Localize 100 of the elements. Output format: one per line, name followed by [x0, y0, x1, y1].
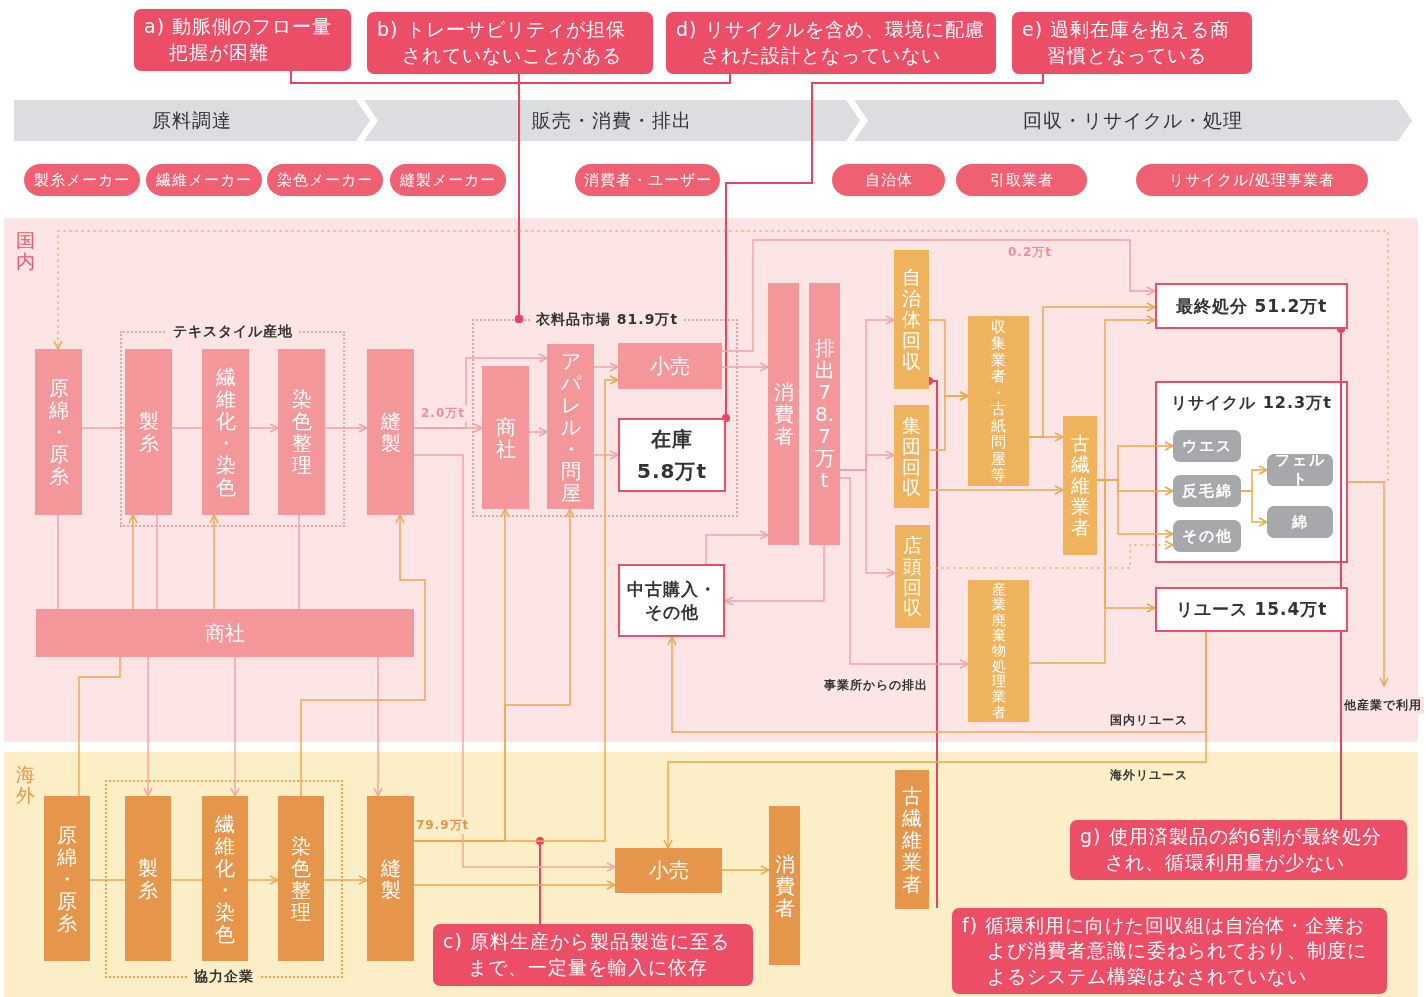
stage-header: 販売・消費・排出	[364, 100, 860, 141]
group-label: テキスタイル産地	[166, 323, 299, 341]
flow-arrow	[230, 656, 240, 797]
actor-tag: 製糸メーカー	[24, 164, 140, 196]
flow-arrow	[1240, 490, 1268, 527]
actor-tag: 縫製メーカー	[390, 164, 506, 196]
callout-box: g) 使用済製品の約6割が最終処分され、循環利用量が少ない	[1070, 820, 1407, 880]
process-box: 製糸	[125, 796, 171, 961]
actor-tag: 繊維メーカー	[146, 164, 262, 196]
flow-line	[171, 427, 203, 429]
material-tag: ウエス	[1173, 430, 1241, 462]
process-box: 原綿・原糸	[44, 796, 90, 961]
callout-box: c) 原料生産から製品製造に至るまで、一定量を輸入に依存	[433, 924, 753, 986]
flow-arrow	[1096, 479, 1156, 613]
callout-box: f) 循環利用に向けた回収組は自治体・企業および消費者意識に委ねられており、制度によるシステム構築はなされていない	[952, 908, 1387, 994]
result-box	[1155, 381, 1348, 563]
flow-arrow	[663, 631, 1207, 849]
flow-arrow	[53, 230, 1389, 483]
process-box: 古繊維業者	[1063, 416, 1097, 555]
flow-arrow	[928, 485, 1064, 495]
region-label: 海外	[16, 764, 36, 806]
process-box: 商社	[482, 366, 529, 509]
process-box: 集団回収	[894, 405, 929, 508]
flow-arrow	[248, 423, 279, 433]
flow-arrow	[724, 544, 825, 606]
result-box: 中古購入・その他	[618, 564, 725, 637]
flow-line	[298, 514, 300, 610]
process-box: 古繊維業者	[895, 770, 929, 909]
process-box: 排出 78.7万t	[809, 283, 840, 545]
flow-line	[170, 879, 203, 881]
flow-arrow	[721, 239, 1156, 352]
flow-arrow	[1347, 481, 1389, 687]
flow-arrow	[929, 540, 1174, 569]
edge-label: 0.2万t	[1006, 244, 1054, 261]
flow-arrow	[324, 423, 368, 433]
actor-tag: 引取業者	[956, 164, 1087, 196]
process-box: 製糸	[125, 349, 172, 515]
flow-arrow	[128, 514, 138, 610]
process-box: 商社	[36, 609, 414, 657]
callout-box: a) 動脈側のフロー量把握が困難	[134, 9, 351, 71]
material-tag: 綿	[1267, 506, 1333, 538]
actor-tag: 染色メーカー	[267, 164, 383, 196]
flow-line	[156, 514, 158, 610]
process-box: 小売	[615, 848, 722, 893]
flow-arrow	[1028, 302, 1156, 438]
process-box: 収集業者・古紙問屋等	[968, 316, 1029, 486]
flow-arrow	[721, 362, 769, 372]
flow-arrow	[593, 362, 619, 372]
flow-arrow	[528, 427, 548, 437]
process-box: 小売	[618, 343, 722, 389]
callout-box: b) トレーサビリティが担保されていないことがある	[367, 12, 653, 74]
leader-line	[721, 73, 1044, 423]
flow-arrow	[705, 530, 769, 565]
flow-line	[57, 514, 59, 610]
process-box: 原綿・原糸	[35, 349, 82, 515]
region-label: 国内	[16, 230, 36, 272]
result-box: リユース 15.4万t	[1155, 587, 1348, 632]
material-tag: 反毛綿	[1173, 475, 1241, 507]
flow-arrow	[247, 875, 279, 885]
flow-arrow	[413, 375, 619, 842]
process-box: 縫製	[367, 796, 414, 961]
flow-arrow	[928, 391, 969, 451]
process-box: 産業廃棄物処理業者	[968, 580, 1029, 722]
flow-arrow	[593, 450, 619, 460]
process-box: 繊維化・染色	[202, 349, 249, 515]
box-value: 5.8万t	[637, 458, 707, 485]
process-box: 縫製	[367, 349, 414, 515]
edge-label: 他産業で利用	[1342, 697, 1424, 714]
process-box: アパレル・問屋	[547, 344, 594, 509]
flow-arrow	[413, 880, 616, 890]
group-label: 協力企業	[188, 968, 260, 986]
process-box: 自治体回収	[894, 250, 929, 389]
process-box: 消費者	[769, 806, 800, 965]
callout-box: d) リサイクルを含め、環境に配慮された設計となっていない	[666, 12, 996, 74]
flow-arrow	[209, 514, 219, 610]
stage-header: 原料調達	[14, 100, 370, 141]
flow-arrow	[373, 656, 383, 797]
actor-tag: 自治体	[832, 164, 945, 196]
flow-arrow	[413, 454, 616, 872]
result-box	[618, 418, 726, 492]
process-box: 染色整理	[278, 796, 324, 961]
flow-arrow	[839, 477, 969, 669]
process-box: 染色整理	[278, 349, 325, 515]
leader-line	[535, 836, 545, 925]
flow-arrow	[300, 514, 426, 797]
flow-arrow	[323, 875, 368, 885]
edge-label: 2.0万t	[419, 405, 467, 422]
flow-line	[81, 427, 126, 429]
region-band	[4, 218, 1418, 742]
flow-line	[89, 879, 126, 881]
result-box: 最終処分 51.2万t	[1155, 283, 1348, 329]
process-box: 店頭回収	[895, 525, 930, 628]
region-band	[4, 752, 1418, 997]
actor-tag: 消費者・ユーザー	[575, 164, 720, 196]
material-tag: その他	[1173, 520, 1241, 552]
stage-header: 回収・リサイクル・処理	[854, 100, 1412, 141]
material-tag: フェルト	[1267, 454, 1333, 486]
group-label: 衣料品市場 81.9万t	[530, 311, 685, 329]
flow-arrow	[413, 353, 548, 429]
actor-tag: リサイクル/処理事業者	[1136, 164, 1368, 196]
